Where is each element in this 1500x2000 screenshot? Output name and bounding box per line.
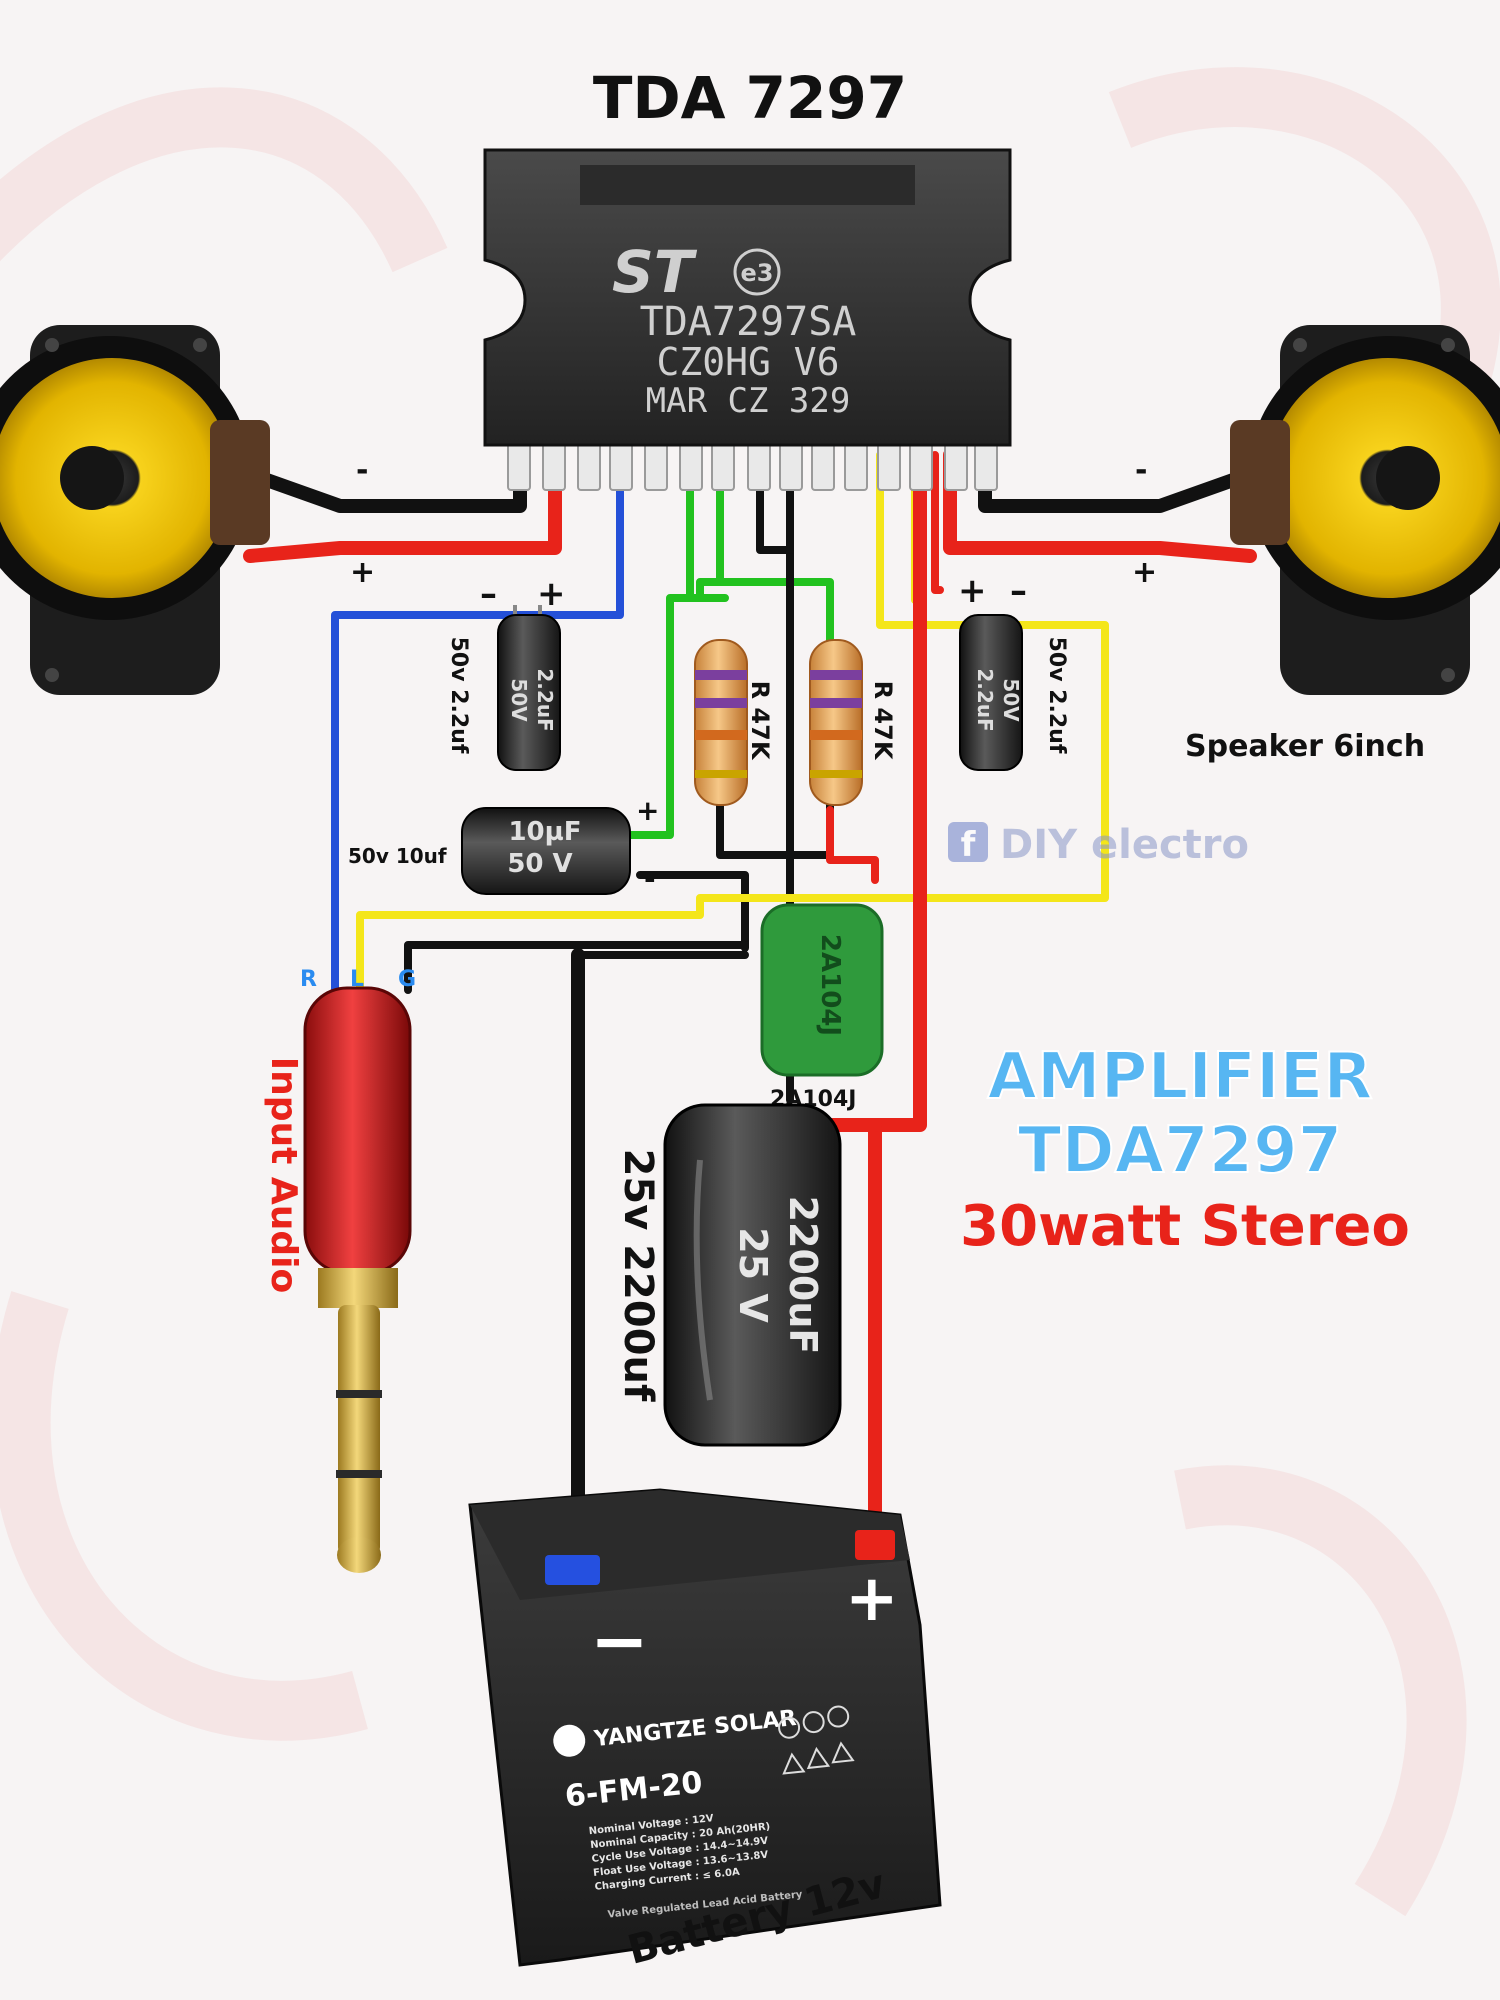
left-cap-label: 50v 2.2uf <box>446 637 471 754</box>
left-speaker-minus-label: - <box>356 453 368 488</box>
chip-cert-icon <box>733 248 781 296</box>
chip-cert-mark: e3 <box>741 259 774 287</box>
left-cap-plus-label: + <box>537 574 566 614</box>
wires <box>243 448 1257 1577</box>
right-coupling-capacitor: 2.2uF 50V <box>959 614 1023 771</box>
jack-pin-r: R <box>300 967 317 992</box>
wire-black-res-bottom <box>716 801 834 859</box>
wire-green-3 <box>616 594 704 839</box>
jack-pin-g: G <box>398 967 416 992</box>
left-speaker <box>0 325 270 695</box>
chip-pins <box>507 439 998 491</box>
right-cap-minus-label: – <box>1010 571 1027 611</box>
speaker-label: Speaker 6inch <box>1185 729 1425 764</box>
svg-text:2200uF: 2200uF <box>781 1196 825 1355</box>
resistor-1 <box>694 639 748 806</box>
tda7297-chip: ST e3 TDA7297SA CZ0HG V6 MAR CZ 329 <box>483 148 1012 491</box>
wire-black-jack-ground <box>404 941 749 994</box>
chip-marking-line2: CZ0HG V6 <box>656 340 839 384</box>
left-speaker-plus-label: + <box>350 555 375 590</box>
wire-red-res <box>931 451 944 594</box>
svg-text:2.2uF: 2.2uF <box>973 668 997 731</box>
jack-label: Input Audio <box>263 1057 304 1294</box>
resistor-2 <box>809 639 863 806</box>
audio-jack <box>303 986 412 1573</box>
wire-green-4 <box>696 578 724 602</box>
battery-negative-terminal <box>545 1555 600 1585</box>
wire-black-gnd-chip <box>756 451 794 1104</box>
left-coupling-capacitor: 50V 2.2uF <box>497 605 561 771</box>
battery-positive-terminal <box>855 1530 895 1560</box>
headline-line1: AMPLIFIER <box>987 1040 1372 1114</box>
battery-minus-label: − <box>590 1600 649 1682</box>
input-cap-minus-label: - <box>644 862 656 895</box>
wire-right-speaker-minus <box>978 448 1257 513</box>
right-speaker-plus-label: + <box>1132 555 1157 590</box>
wire-green-2 <box>716 451 834 644</box>
svg-text:50V: 50V <box>999 678 1023 722</box>
input-cap-label: 50v 10uf <box>348 844 447 868</box>
resistor-1-label: R 47K <box>746 681 774 761</box>
headline-line3: 30watt Stereo <box>960 1194 1410 1259</box>
background-swirls <box>0 67 1500 1917</box>
watermark-text: DIY electro <box>1000 822 1249 868</box>
watermark: f DIY electro <box>948 822 1249 868</box>
right-cap-plus-label: + <box>958 571 987 611</box>
right-speaker-minus-label: - <box>1135 453 1147 488</box>
svg-text:f: f <box>961 825 977 865</box>
chip-logo: ST <box>612 238 698 306</box>
left-cap-minus-label: – <box>480 574 497 614</box>
wire-red-vcc <box>868 448 927 1537</box>
battery <box>468 1488 942 1967</box>
wire-black-cap-minus <box>636 871 749 952</box>
svg-text:10µF: 10µF <box>508 817 581 847</box>
chip-marking-line3: MAR CZ 329 <box>646 381 851 421</box>
chip-body <box>483 148 1012 447</box>
main-filter-capacitor: 2200uF 25 V <box>663 1103 842 1447</box>
facebook-icon <box>948 822 988 862</box>
svg-text:25 V: 25 V <box>731 1227 775 1323</box>
wire-left-speaker-minus <box>243 448 527 513</box>
jack-pin-l: L <box>350 967 364 992</box>
headline-line2: TDA7297 <box>1018 1114 1342 1188</box>
svg-text:50V: 50V <box>507 678 531 722</box>
resistor-2-label: R 47K <box>869 681 897 761</box>
svg-text:2.2uF: 2.2uF <box>533 668 557 731</box>
input-capacitor: 10µF 50 V <box>461 807 631 895</box>
right-speaker <box>1230 325 1500 695</box>
wire-left-speaker-plus <box>243 448 562 563</box>
right-cap-label: 50v 2.2uf <box>1044 637 1069 754</box>
chip-marking-line1: TDA7297SA <box>640 299 857 345</box>
battery-brand-icon <box>553 1724 586 1757</box>
input-cap-plus-label: + <box>636 794 659 827</box>
wire-right-speaker-plus <box>943 448 1257 563</box>
main-cap-label: 25v 2200uf <box>615 1149 661 1402</box>
battery-warning-icons <box>778 1705 855 1775</box>
film-capacitor: 2A104J <box>760 903 884 1077</box>
wire-red-res-bottom <box>826 806 879 884</box>
page-title: TDA 7297 <box>593 64 907 132</box>
wire-blue-left-input <box>331 451 624 994</box>
svg-text:2A104J: 2A104J <box>815 934 845 1036</box>
svg-text:50 V: 50 V <box>507 849 572 879</box>
battery-plus-label: + <box>845 1562 899 1636</box>
